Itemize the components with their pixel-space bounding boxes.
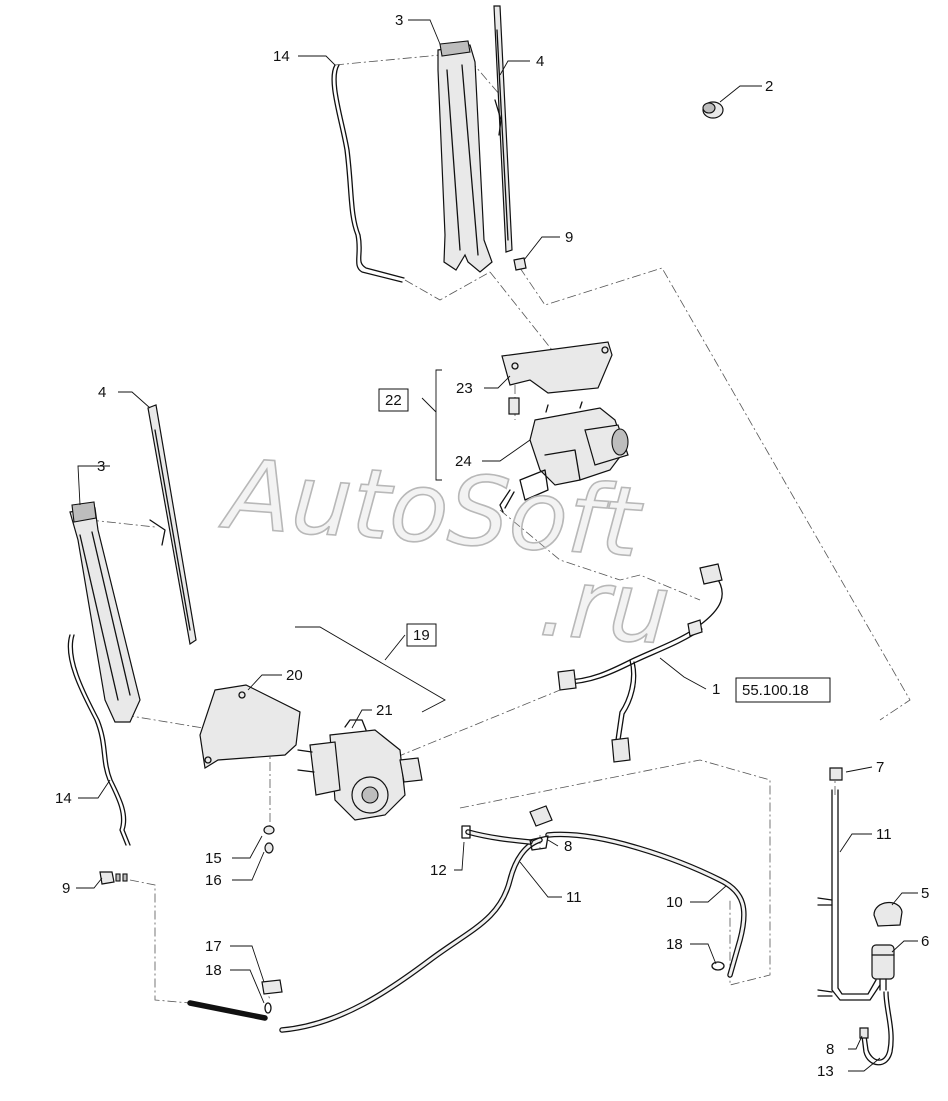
callout-14-left: 14: [55, 790, 72, 807]
callout-11-mid: 11: [566, 889, 582, 906]
callout-13: 13: [817, 1063, 834, 1080]
group-label-22: 22: [385, 392, 402, 409]
callout-1: 1: [712, 681, 720, 698]
group-box-19: 19: [406, 623, 437, 647]
top-washer-hose: [331, 64, 405, 283]
watermark: AutoSoft .ru: [215, 437, 674, 667]
top-wiper-arm: [437, 40, 493, 273]
reservoir-pipe: [817, 767, 881, 1001]
front-wiper-motor: [499, 401, 629, 513]
callout-18-left: 18: [205, 962, 222, 979]
group-label-19: 19: [413, 627, 430, 644]
callout-12: 12: [430, 862, 447, 879]
top-nozzle: [513, 257, 527, 271]
front-motor-bracket: [501, 341, 613, 394]
callout-3-left: 3: [97, 458, 105, 475]
callout-6: 6: [921, 933, 929, 950]
leader-lines: [76, 19, 918, 1072]
callout-2: 2: [765, 78, 773, 95]
wiring-harness: [557, 563, 723, 763]
callout-8-bottom: 8: [826, 1041, 834, 1058]
reference-label: 55.100.18: [742, 682, 809, 699]
callout-9-top: 9: [565, 229, 573, 246]
hose-fittings: [261, 805, 725, 1014]
callout-11-right: 11: [876, 826, 892, 843]
callout-20: 20: [286, 667, 303, 684]
callout-9-left: 9: [62, 880, 70, 897]
cap: [702, 101, 724, 119]
rear-motor-fasteners: [263, 825, 275, 854]
callout-7: 7: [876, 759, 884, 776]
group-box-22: 22: [378, 388, 409, 412]
left-wiper-blade: [147, 404, 197, 646]
pump-hose: [859, 991, 894, 1066]
callout-15: 15: [205, 850, 222, 867]
callout-3-top: 3: [395, 12, 403, 29]
callout-21: 21: [376, 702, 393, 719]
left-wiper-arm: [69, 501, 141, 723]
callout-labels: 14 3 4 2 9 23 24 4 3 20 21 14 15 16 9 17…: [55, 12, 929, 1080]
washer-pump: [871, 944, 895, 991]
callout-23: 23: [456, 380, 473, 397]
left-washer-hose: [67, 634, 131, 846]
callout-4-top: 4: [536, 53, 544, 70]
callout-4-left: 4: [98, 384, 106, 401]
washer-hose-main: [187, 829, 747, 1033]
watermark-line2: .ru: [536, 545, 674, 666]
front-motor-screw: [508, 397, 520, 415]
callout-14-top: 14: [273, 48, 290, 65]
rear-wiper-motor: [297, 719, 423, 821]
callout-18-right: 18: [666, 936, 683, 953]
top-wiper-blade: [493, 5, 513, 253]
callout-17: 17: [205, 938, 222, 955]
rear-motor-bracket: [199, 684, 301, 769]
callout-5: 5: [921, 885, 929, 902]
reference-box: 55.100.18: [735, 677, 831, 703]
left-nozzle: [99, 871, 128, 885]
callout-10: 10: [666, 894, 683, 911]
callout-24: 24: [455, 453, 472, 470]
callout-16: 16: [205, 872, 222, 889]
callout-8-mid: 8: [564, 838, 572, 855]
reservoir-cap: [873, 902, 903, 927]
